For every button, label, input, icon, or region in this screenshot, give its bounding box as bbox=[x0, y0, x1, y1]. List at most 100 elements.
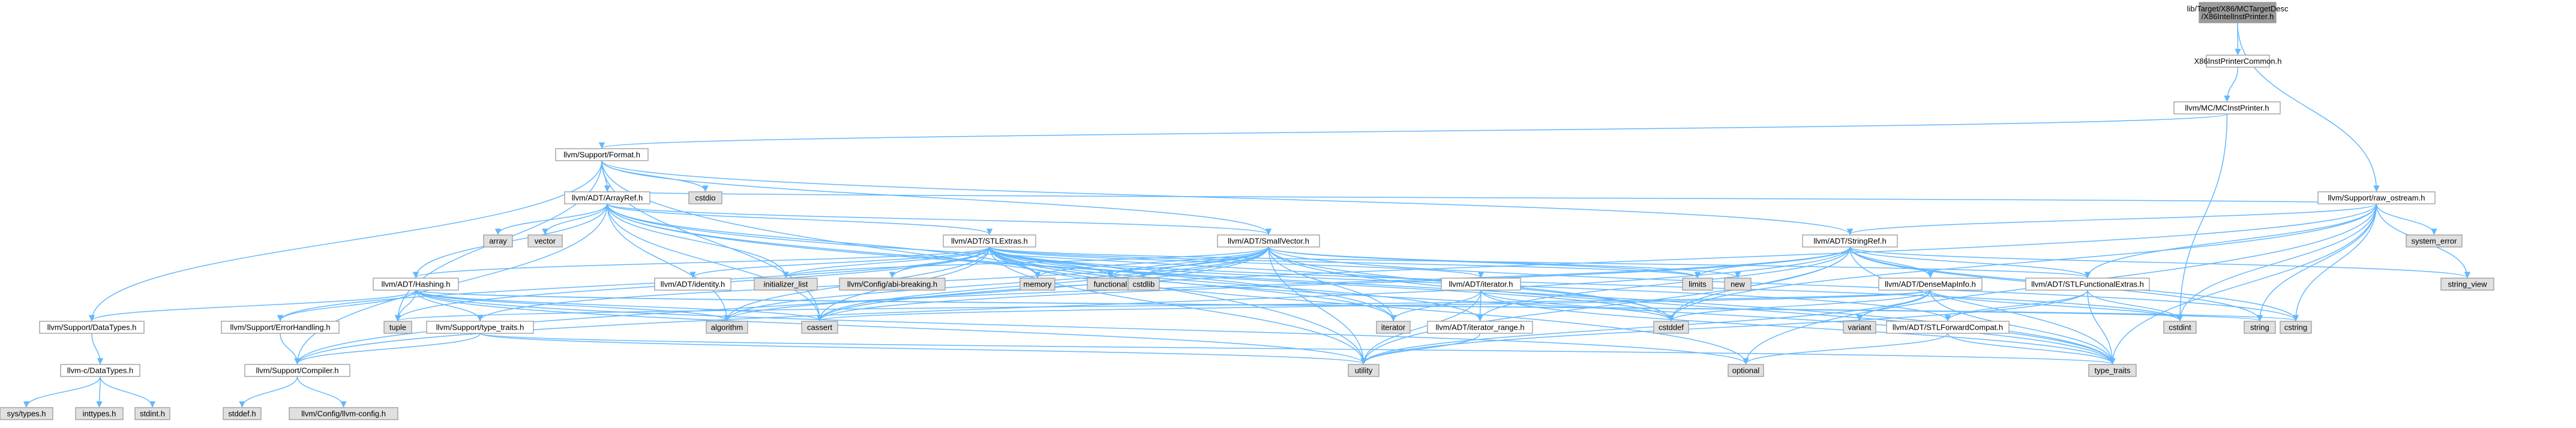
node-label: llvm/ADT/DenseMapInfo.h bbox=[1885, 280, 1976, 289]
edge-hashing-to-algorithm bbox=[415, 290, 730, 322]
edge-smallvector-to-compiler bbox=[294, 246, 1269, 365]
edge-hashing-to-datatypes bbox=[88, 290, 416, 322]
edge-rawostream-to-arrayref bbox=[605, 190, 2377, 204]
edge-arrayref-to-stlextras bbox=[607, 203, 993, 236]
node-x86instprintercommon-h[interactable]: X86InstPrinterCommon.h bbox=[2194, 55, 2282, 68]
edge-stlextras-to-functional bbox=[989, 246, 1114, 279]
node-llvm-support-type-traits-h[interactable]: llvm/Support/type_traits.h bbox=[426, 321, 534, 334]
node-label: llvm/ADT/STLFunctionalExtras.h bbox=[2031, 280, 2144, 289]
edge-x86common-to-mcinst bbox=[2224, 67, 2239, 103]
edge-compiler-to-llvmconfig bbox=[296, 376, 347, 408]
edge-rawostream-to-type_traits bbox=[2109, 203, 2377, 365]
node-label: llvm/MC/MCInstPrinter.h bbox=[2185, 104, 2269, 113]
edge-rawostream-to-cstring bbox=[2292, 203, 2377, 322]
node-label: llvm/Support/raw_ostream.h bbox=[2328, 194, 2425, 203]
node-label: utility bbox=[1355, 366, 1373, 375]
node-box bbox=[39, 321, 145, 334]
node-llvm-config-abi-breaking-h: llvm/Config/abi-breaking.h bbox=[839, 278, 946, 291]
node-label: string_view bbox=[2448, 280, 2487, 289]
node-llvm-adt-densemapinfo-h[interactable]: llvm/ADT/DenseMapInfo.h bbox=[1878, 278, 1983, 291]
node-llvm-support-compiler-h[interactable]: llvm/Support/Compiler.h bbox=[244, 364, 350, 377]
node-memory: memory bbox=[1019, 278, 1055, 291]
node-llvm-support-format-h[interactable]: llvm/Support/Format.h bbox=[555, 148, 649, 161]
node-box bbox=[134, 407, 170, 420]
node-lib-target-x86-mctargetdesc-x86intelinstprinter-h[interactable]: lib/Target/X86/MCTargetDesc/X86IntelInst… bbox=[2187, 2, 2289, 23]
node-llvm-adt-iterator-h[interactable]: llvm/ADT/iterator.h bbox=[1441, 278, 1521, 291]
node-label: llvm/Support/Compiler.h bbox=[256, 366, 339, 375]
edge-stlextras-to-errorhandling bbox=[277, 246, 990, 322]
node-llvm-support-datatypes-h[interactable]: llvm/Support/DataTypes.h bbox=[39, 321, 145, 334]
edge-stlfunctional-to-stlforward bbox=[1944, 290, 2088, 322]
node-label: variant bbox=[1848, 323, 1871, 332]
edge-compiler-to-stddef bbox=[239, 376, 298, 408]
node-box bbox=[555, 148, 649, 161]
edge-hashing-to-string bbox=[415, 290, 2263, 322]
edge-stlextras-to-hashing bbox=[413, 246, 990, 279]
edge-iteratorrange-to-utility bbox=[1360, 333, 1481, 365]
node-label: tuple bbox=[389, 323, 406, 332]
node-new: new bbox=[1724, 278, 1752, 291]
node-label: cstdint bbox=[2169, 323, 2191, 332]
node-box bbox=[2025, 278, 2150, 291]
node-llvm-adt-arrayref-h[interactable]: llvm/ADT/ArrayRef.h bbox=[564, 191, 650, 204]
node-label: initializer_list bbox=[764, 280, 808, 289]
node-box bbox=[1682, 278, 1713, 291]
node-box bbox=[1441, 278, 1521, 291]
edge-stlfunctional-to-cstdint bbox=[2087, 290, 2184, 322]
edge-stringref-to-densemapinfo bbox=[1849, 246, 1934, 279]
edge-smallvector-to-functional bbox=[1107, 246, 1269, 279]
node-label: memory bbox=[1024, 280, 1052, 289]
edge-stlforward-to-optional bbox=[1743, 333, 1948, 365]
node-label: X86InstPrinterCommon.h bbox=[2194, 57, 2282, 66]
node-llvm-support-raw-ostream-h[interactable]: llvm/Support/raw_ostream.h bbox=[2317, 191, 2436, 204]
edge-stringref-to-compiler bbox=[294, 246, 1851, 365]
node-box bbox=[688, 191, 722, 204]
node-box bbox=[223, 407, 262, 420]
edge-layer bbox=[23, 22, 2471, 408]
edge-typetraits-to-compiler bbox=[294, 333, 481, 365]
node-label: cassert bbox=[807, 323, 832, 332]
edge-smallvector-to-memory bbox=[1034, 246, 1269, 279]
node-llvm-adt-identity-h[interactable]: llvm/ADT/identity.h bbox=[654, 278, 731, 291]
node-box bbox=[2317, 191, 2436, 204]
node-box bbox=[1653, 321, 1689, 334]
edge-smallvector-to-algorithm bbox=[724, 246, 1269, 322]
node-box bbox=[527, 234, 563, 248]
node-initializer-list: initializer_list bbox=[754, 278, 818, 291]
node-llvm-adt-hashing-h[interactable]: llvm/ADT/Hashing.h bbox=[373, 278, 459, 291]
node-llvm-adt-iterator-range-h[interactable]: llvm/ADT/iterator_range.h bbox=[1427, 321, 1533, 334]
edge-rawostream-to-stlfunctional bbox=[2084, 203, 2377, 279]
node-cstddef: cstddef bbox=[1653, 321, 1689, 334]
node-llvm-adt-stlextras-h[interactable]: llvm/ADT/STLExtras.h bbox=[943, 234, 1036, 248]
node-llvm-support-errorhandling-h[interactable]: llvm/Support/ErrorHandling.h bbox=[221, 321, 340, 334]
edge-stringref-to-type_traits bbox=[1849, 246, 2116, 365]
node-variant: variant bbox=[1843, 321, 1876, 334]
edge-arrayref-to-type_traits bbox=[607, 203, 2116, 365]
node-llvm-adt-smallvector-h[interactable]: llvm/ADT/SmallVector.h bbox=[1217, 234, 1320, 248]
node-llvm-adt-stlfunctionalextras-h[interactable]: llvm/ADT/STLFunctionalExtras.h bbox=[2025, 278, 2150, 291]
node-llvm-adt-stringref-h[interactable]: llvm/ADT/StringRef.h bbox=[1802, 234, 1898, 248]
node-llvm-mc-mcinstprinter-h[interactable]: llvm/MC/MCInstPrinter.h bbox=[2173, 101, 2281, 114]
node-llvm-adt-stlforwardcompat-h[interactable]: llvm/ADT/STLForwardCompat.h bbox=[1886, 321, 2010, 334]
node-llvm-c-datatypes-h[interactable]: llvm-c/DataTypes.h bbox=[60, 364, 140, 377]
node-label: llvm/ADT/iterator_range.h bbox=[1435, 323, 1524, 332]
edge-stlforward-to-type_traits bbox=[1947, 333, 2116, 365]
node-box bbox=[2280, 321, 2312, 334]
node-box bbox=[2163, 321, 2197, 334]
edge-stlfunctional-to-type_traits bbox=[2087, 290, 2116, 365]
node-label: llvm/ADT/StringRef.h bbox=[1813, 237, 1886, 246]
edge-stringref-to-utility bbox=[1360, 246, 1851, 365]
node-box bbox=[2206, 55, 2270, 68]
node-label: type_traits bbox=[2095, 366, 2131, 375]
edge-errorhandling-to-compiler bbox=[280, 333, 301, 365]
node-label: inttypes.h bbox=[83, 409, 116, 418]
node-limits: limits bbox=[1682, 278, 1713, 291]
node-label: llvm/Config/abi-breaking.h bbox=[847, 280, 937, 289]
edge-stlextras-to-identity bbox=[689, 246, 990, 279]
node-box bbox=[0, 407, 53, 420]
node-box bbox=[2199, 2, 2277, 23]
node-layer: lib/Target/X86/MCTargetDesc/X86IntelInst… bbox=[0, 2, 2494, 420]
node-iterator: iterator bbox=[1376, 321, 1411, 334]
node-tuple: tuple bbox=[383, 321, 412, 334]
